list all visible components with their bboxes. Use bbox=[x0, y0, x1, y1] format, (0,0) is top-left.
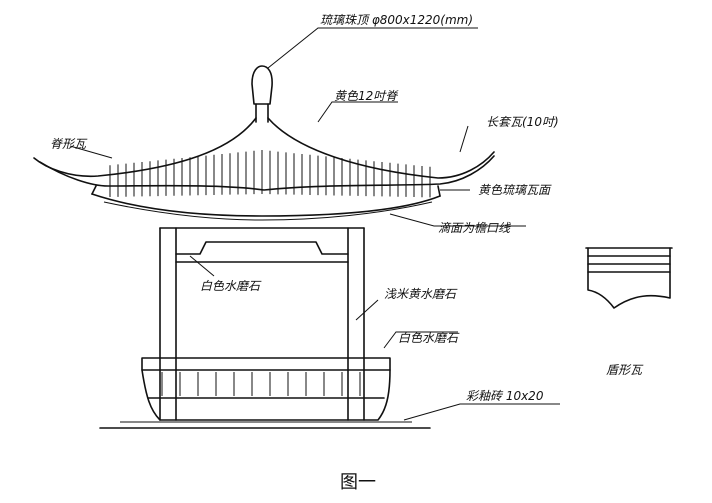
finial-label: 琉璃珠顶 φ800x1220(mm) bbox=[320, 13, 473, 27]
rail-stone-label: 白色水磨石 bbox=[398, 331, 460, 345]
ground-line bbox=[99, 421, 431, 429]
floor-tile-label: 彩釉砖 10x20 bbox=[466, 389, 544, 403]
column-left bbox=[159, 227, 177, 421]
bench-slats bbox=[161, 372, 361, 396]
beam-stone-label: 白色水磨石 bbox=[200, 279, 262, 293]
roof-tile-stripes bbox=[109, 150, 431, 198]
long-tile-label: 长套瓦(10吋) bbox=[486, 115, 559, 129]
roof-outline bbox=[33, 117, 495, 221]
ridge-tiles-label: 黄色12吋脊 bbox=[334, 89, 399, 103]
profile-caption: 盾形瓦 bbox=[606, 363, 644, 377]
eave-line-label: 滴面为檐口线 bbox=[438, 221, 511, 235]
lintel-beam bbox=[159, 227, 365, 263]
finial-ball bbox=[251, 65, 273, 123]
column-stone-label: 浅米黄水磨石 bbox=[384, 287, 458, 301]
bench-rail bbox=[141, 357, 391, 421]
corner-tile-label: 脊形瓦 bbox=[50, 137, 88, 151]
figure-caption: 图一 bbox=[340, 472, 376, 493]
leader-lines bbox=[69, 27, 560, 421]
glazed-tile-face-label: 黄色琉璃瓦面 bbox=[478, 183, 552, 197]
shield-tile-profile bbox=[585, 247, 673, 309]
column-right bbox=[347, 227, 365, 421]
